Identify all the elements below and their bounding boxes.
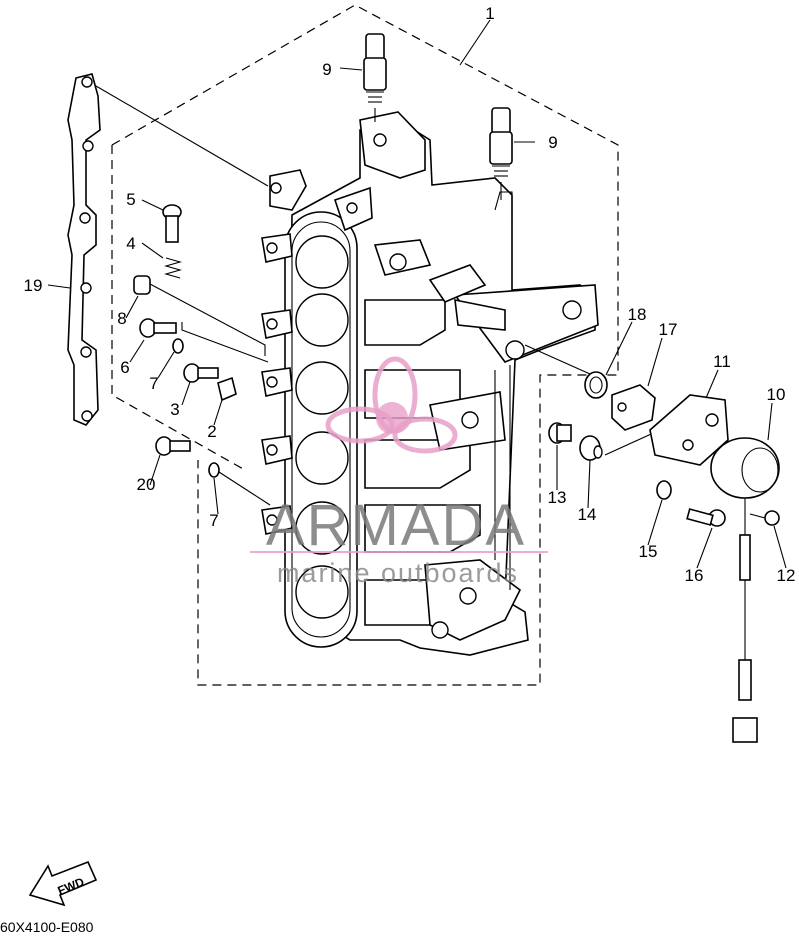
callout-15: 15 [639, 542, 658, 561]
leader-lines [47, 19, 787, 569]
drawing-code: 60X4100-E080 [0, 919, 94, 935]
washer-part-7a [172, 338, 184, 354]
gasket-strip-part [67, 73, 269, 426]
callout-5: 5 [126, 190, 135, 209]
spring-part-18 [524, 344, 608, 399]
callout-4: 4 [126, 234, 135, 253]
callout-13: 13 [548, 488, 567, 507]
callout-18: 18 [628, 305, 647, 324]
spring-part-4 [163, 257, 183, 279]
bolt-part-9a [363, 33, 387, 122]
callout-1: 1 [485, 4, 494, 23]
callout-3: 3 [170, 400, 179, 419]
sensor-bracket-part-11 [649, 394, 729, 466]
callout-19: 19 [24, 276, 43, 295]
screw-part-16 [686, 508, 726, 527]
screw-part-5 [162, 204, 182, 243]
screw-part-6 [139, 318, 177, 338]
fwd-arrow-icon: FWD [28, 860, 98, 907]
callout-8: 8 [117, 309, 126, 328]
callout-9a: 9 [322, 60, 331, 79]
watermark-logo [250, 356, 548, 553]
callout-labels: 1 9 9 5 4 19 8 6 7 3 2 20 7 18 17 11 10 … [24, 4, 796, 585]
throttle-body-part [261, 111, 599, 656]
callout-9b: 9 [548, 133, 557, 152]
washer-part-15 [656, 480, 672, 500]
watermark-tagline: marine outboards [277, 558, 519, 588]
callout-17: 17 [659, 320, 678, 339]
callout-10: 10 [767, 385, 786, 404]
callout-12: 12 [777, 566, 796, 585]
pin-part-8 [133, 275, 269, 363]
bolt-part-9b [489, 107, 513, 200]
screw-part-20 [155, 436, 191, 456]
screw-part-12 [749, 510, 780, 526]
washer-part-7b [208, 462, 271, 506]
bracket-part-2 [217, 376, 237, 402]
mounting-ears [261, 169, 307, 535]
bushing-part-14 [579, 429, 661, 461]
callout-11: 11 [713, 352, 731, 371]
callout-14: 14 [578, 505, 597, 524]
collar-part-13 [548, 422, 572, 444]
assembly-boundary [111, 4, 619, 686]
watermark-brand: ARMADA [266, 493, 526, 558]
screw-part-3 [183, 363, 219, 383]
callout-7a: 7 [149, 374, 158, 393]
callout-16: 16 [685, 566, 704, 585]
callout-6: 6 [120, 358, 129, 377]
callout-7b: 7 [209, 511, 218, 530]
callout-2: 2 [207, 422, 216, 441]
block-part-17 [611, 384, 656, 431]
callout-20: 20 [137, 475, 156, 494]
throttle-sensor-part-10 [710, 437, 780, 743]
